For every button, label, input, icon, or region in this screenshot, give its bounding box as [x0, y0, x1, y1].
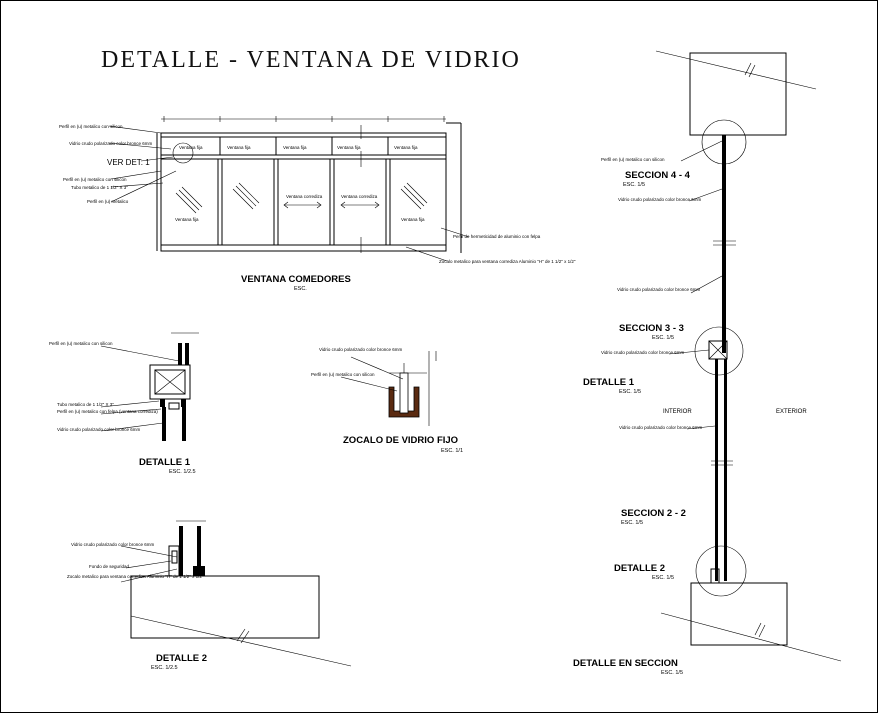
note: Vidrio crudo polarizado color bronce 6mm: [619, 425, 702, 430]
section-scale: ESC. 1/5: [652, 575, 674, 581]
note: Vidrio crudo polarizado color bronce 6mm: [57, 427, 140, 432]
note: Zocalo metalico para ventana corrediza A…: [67, 574, 204, 579]
detail-1-scale: ESC. 1/2.5: [169, 469, 196, 475]
elevation-scale: ESC.: [294, 286, 307, 292]
detail-1-title: DETALLE 1: [139, 457, 191, 468]
section-title: DETALLE EN SECCION: [573, 658, 678, 669]
section-label: SECCION 4 - 4: [625, 170, 691, 181]
panel-label: Ventana fija: [401, 217, 425, 222]
detail-1-drawing: [100, 332, 199, 441]
note: Vidrio crudo polarizado color bronce 6mm: [69, 141, 152, 146]
section-title-scale: ESC. 1/5: [661, 670, 683, 676]
panel-label: Ventana fija: [394, 145, 418, 150]
note: Perfil en (u) metalico: [87, 199, 129, 204]
note: Perfil en (u) metalico con silicon: [59, 124, 123, 129]
panel-label: Ventana corrediza: [286, 194, 323, 199]
panel-label: Ventana fija: [179, 145, 203, 150]
section-notes: Perfil en (u) metalico con silicon Vidri…: [573, 157, 807, 676]
elevation-notes: Perfil en (u) metalico con silicon Vidri…: [59, 124, 576, 292]
section-label: DETALLE 2: [614, 563, 665, 574]
note: Fondo de seguridad: [89, 564, 130, 569]
detail-2-notes: Vidrio crudo polarizado color bronce 6mm…: [67, 542, 207, 671]
note: Zocalo metalico para ventana corrediza A…: [439, 259, 576, 264]
note: Perfil en (u) metalico con silicon: [49, 341, 113, 346]
sheet-title: DETALLE - VENTANA DE VIDRIO: [101, 47, 521, 73]
detail-2-drawing: [120, 520, 352, 667]
note: Vidrio crudo polarizado color bronce 6mm: [319, 347, 402, 352]
detail-1-notes: Perfil en (u) metalico con silicon Tubo …: [49, 341, 196, 475]
section-scale: ESC. 1/5: [619, 389, 641, 395]
panel-label: Ventana fija: [283, 145, 307, 150]
section-scale: ESC. 1/5: [623, 182, 645, 188]
interior-label: INTERIOR: [663, 409, 692, 415]
zocalo-notes: Vidrio crudo polarizado color bronce 6mm…: [311, 347, 463, 454]
window-elevation: [108, 116, 470, 262]
panel-label: Ventana fija: [175, 217, 199, 222]
section-label: DETALLE 1: [583, 377, 635, 388]
note: Perfil en (u) metalico con silicon: [311, 372, 375, 377]
detail-2-title: DETALLE 2: [156, 653, 207, 664]
section-scale: ESC. 1/5: [621, 520, 643, 526]
panel-label: Ventana fija: [337, 145, 361, 150]
note: Vidrio crudo polarizado color bronce 6mm: [71, 542, 154, 547]
section-drawing: [655, 50, 842, 662]
note: Vidrio crudo polarizado color bronce 6mm: [618, 197, 701, 202]
section-scale: ESC. 1/5: [652, 335, 674, 341]
zocalo-scale: ESC. 1/1: [441, 448, 463, 454]
elevation-panel-labels: Ventana fija Ventana fija Ventana fija V…: [175, 145, 425, 222]
note: Tubo metalico de 1 1/2" X 3": [57, 402, 114, 407]
elevation-title: VENTANA COMEDORES: [241, 274, 351, 285]
zocalo-title: ZOCALO DE VIDRIO FIJO: [343, 435, 458, 446]
exterior-label: EXTERIOR: [776, 409, 807, 415]
note: Tubo metalico de 1 1/2" X 3": [71, 185, 128, 190]
detail-2-scale: ESC. 1/2.5: [151, 665, 178, 671]
note: Vidrio crudo polarizado color bronce 6mm: [601, 350, 684, 355]
note: Vidrio crudo polarizado color bronce 6mm: [617, 287, 700, 292]
note: Perfil en (u) metalico con silicon: [63, 177, 127, 182]
panel-label: Ventana fija: [227, 145, 251, 150]
panel-label: Ventana corrediza: [341, 194, 378, 199]
detail-callout: VER DET. 1: [107, 158, 150, 167]
section-label: SECCION 3 - 3: [619, 323, 684, 334]
section-label: SECCION 2 - 2: [621, 508, 686, 519]
note: Perfil en (u) metalico con silicon: [601, 157, 665, 162]
note: Perfil en (u) metalico con felpa (ventan…: [57, 409, 158, 414]
zocalo-drawing: [340, 351, 437, 426]
note: Perfil de hermeticidad de aluminio con f…: [453, 234, 541, 239]
